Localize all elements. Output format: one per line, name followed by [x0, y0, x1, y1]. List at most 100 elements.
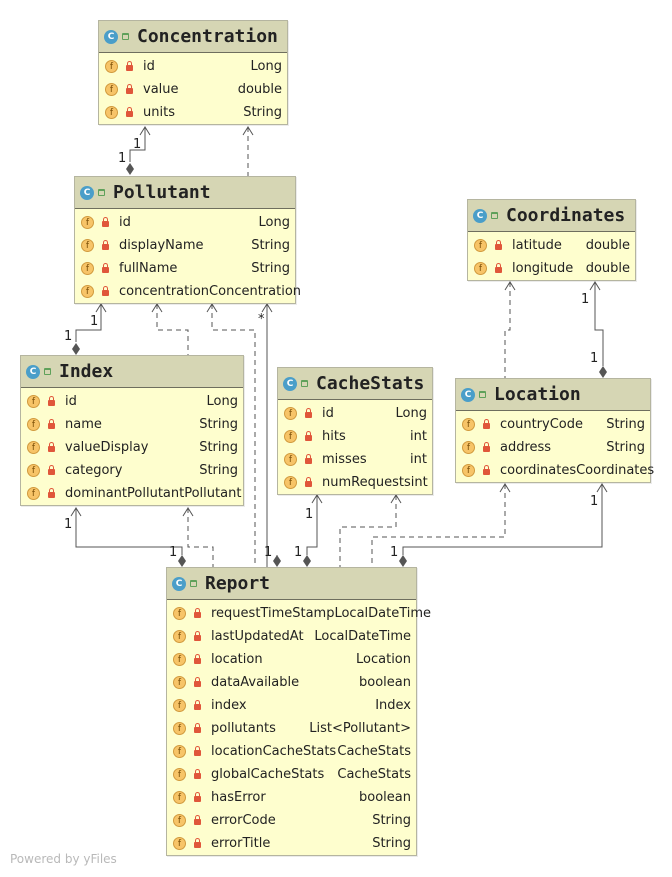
multiplicity-label: 1 — [305, 507, 314, 522]
field-icon: f — [173, 722, 186, 735]
field-name: requestTimeStamp — [211, 606, 335, 621]
field-type: Long — [250, 59, 282, 74]
field-type: String — [199, 440, 238, 455]
field-icon: f — [27, 441, 40, 454]
field-name: value — [143, 82, 179, 97]
field-type: String — [199, 417, 238, 432]
lock-icon — [194, 769, 201, 779]
field-type: LocalDateTime — [314, 629, 411, 644]
class-header: C Location — [456, 379, 650, 411]
class-header: C Coordinates — [468, 200, 635, 232]
lock-icon — [483, 442, 490, 452]
field-row[interactable]: f lastUpdatedAt LocalDateTime — [167, 625, 416, 648]
lock-icon — [102, 263, 109, 273]
multiplicity-label: 1 — [118, 151, 127, 166]
field-type: Long — [206, 394, 238, 409]
edge-coordinates-location — [594, 282, 604, 366]
arrowhead — [95, 303, 107, 313]
arrowhead — [151, 303, 163, 313]
field-icon: f — [173, 630, 186, 643]
lock-icon — [194, 723, 201, 733]
multiplicity-label: 1 — [264, 545, 273, 560]
field-name: errorCode — [211, 813, 276, 828]
class-icon: C — [172, 576, 186, 591]
field-name: units — [143, 105, 175, 120]
field-name: location — [211, 652, 263, 667]
class-header: C CacheStats — [278, 368, 432, 400]
field-name: locationCacheStats — [211, 744, 337, 759]
class-icon: C — [473, 208, 487, 223]
class-icon: C — [80, 185, 94, 200]
field-type: Index — [375, 698, 411, 713]
class-icon: C — [104, 29, 118, 44]
field-icon: f — [81, 285, 94, 298]
public-visibility-icon — [491, 212, 498, 219]
field-type: String — [243, 105, 282, 120]
arrowhead — [206, 303, 218, 313]
lock-icon — [48, 465, 55, 475]
field-name: pollutants — [211, 721, 276, 736]
lock-icon — [483, 419, 490, 429]
multiplicity-label: 1 — [590, 494, 599, 509]
field-type: int — [410, 475, 428, 490]
field-name: misses — [322, 452, 367, 467]
arrowhead — [596, 483, 608, 493]
field-name: displayName — [119, 238, 204, 253]
edge-report-location-dep — [371, 484, 506, 567]
field-name: address — [500, 440, 552, 455]
field-icon: f — [173, 837, 186, 850]
composition-diamond — [72, 343, 80, 355]
lock-icon — [194, 815, 201, 825]
class-name: Index — [59, 361, 114, 382]
field-name: errorTitle — [211, 836, 271, 851]
field-name: name — [65, 417, 102, 432]
field-icon: f — [81, 262, 94, 275]
field-type: String — [606, 440, 645, 455]
composition-diamond — [399, 555, 407, 567]
class-icon: C — [283, 376, 297, 391]
field-name: lastUpdatedAt — [211, 629, 304, 644]
lock-icon — [102, 240, 109, 250]
edge-index-pollutant-dep — [156, 304, 189, 355]
public-visibility-icon — [98, 189, 105, 196]
